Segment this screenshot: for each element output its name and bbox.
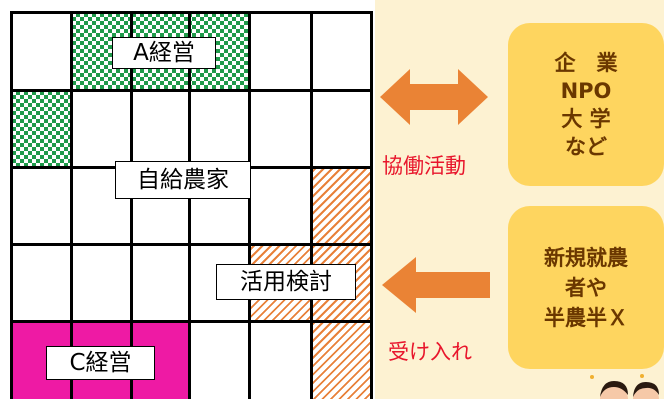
grid-line-v1 — [70, 11, 73, 399]
newcomers-line-1: 新規就農 — [544, 245, 628, 270]
plot-review-label: 活用検討 — [216, 264, 356, 300]
grid-line-v2 — [130, 11, 133, 399]
partners-card: 企 業 NPO 大 学 など — [508, 23, 664, 186]
grid-line-h3 — [10, 243, 373, 246]
left-arrow-icon — [382, 257, 490, 313]
grid-line-right — [370, 11, 373, 399]
partners-line-1: 企 業 — [554, 50, 618, 75]
grid-line-h4 — [10, 320, 373, 323]
plot-self-sufficient-label: 自給農家 — [115, 161, 251, 199]
partners-line-2: NPO — [560, 78, 612, 103]
grid-line-left — [10, 11, 13, 399]
newcomers-line-3: 半農半Ｘ — [544, 305, 628, 330]
farmland-grid: A経営 自給農家 活用検討 C経営 — [0, 0, 375, 399]
newcomers-line-2: 者や — [565, 275, 607, 300]
partners-line-3: 大 学 — [561, 106, 611, 131]
plot-green-small — [12, 91, 72, 168]
double-arrow-icon — [380, 69, 488, 125]
collaboration-caption: 協働活動 — [382, 154, 466, 178]
grid-line-top — [10, 11, 373, 14]
grid-line-h1 — [10, 89, 373, 92]
grid-line-v3 — [188, 11, 191, 399]
grid-line-v5 — [310, 11, 313, 399]
plot-a-label: A経営 — [112, 37, 216, 69]
plot-c-label: C経営 — [46, 346, 155, 380]
grid-line-v4 — [248, 11, 251, 399]
people-illustration-icon — [590, 374, 659, 399]
accept-caption: 受け入れ — [388, 340, 472, 364]
partners-line-4: など — [565, 134, 607, 159]
newcomers-card: 新規就農 者や 半農半Ｘ — [508, 206, 664, 369]
